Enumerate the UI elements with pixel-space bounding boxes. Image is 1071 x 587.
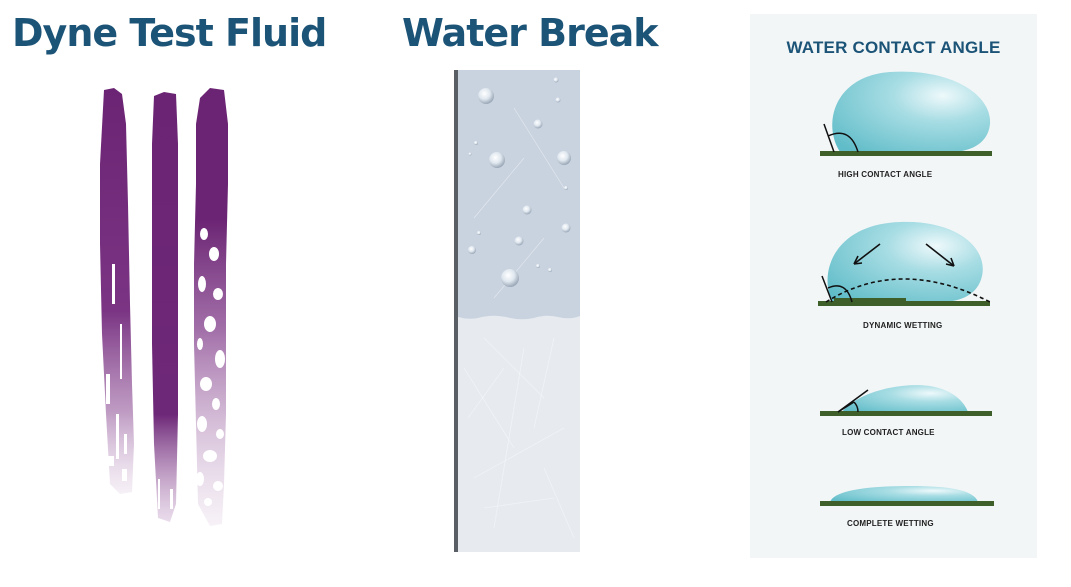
dynamic-wetting-label: DYNAMIC WETTING: [863, 321, 943, 330]
complete-wetting-diagram: [820, 486, 994, 506]
complete-wetting-label: COMPLETE WETTING: [847, 519, 934, 528]
dyne-ink-strokes: [100, 88, 228, 526]
tangent-line: [823, 123, 835, 153]
high-contact-angle-diagram: [820, 71, 992, 156]
plate-edge: [454, 70, 460, 552]
high-contact-angle-label: HIGH CONTACT ANGLE: [838, 170, 933, 179]
substrate-line: [820, 151, 992, 156]
plate-beaded-area: [458, 70, 580, 320]
water-contact-angle-panel: WATER CONTACT ANGLE: [750, 14, 1037, 558]
substrate-line: [820, 501, 994, 506]
spread-outline: [825, 278, 991, 303]
water-break-title: Water Break: [402, 11, 659, 55]
ink-stroke-right: [194, 88, 228, 526]
angle-arc: [827, 132, 859, 153]
contact-angle-diagrams: [818, 71, 994, 506]
ink-stroke-middle: [152, 92, 178, 522]
dyne-test-fluid-title: Dyne Test Fluid: [12, 11, 327, 55]
water-droplets: [468, 77, 571, 287]
arrow-right: [925, 243, 955, 267]
low-contact-angle-diagram: [820, 385, 992, 416]
angle-arc: [827, 285, 853, 303]
substrate-line: [820, 411, 992, 416]
ink-stroke-left: [100, 88, 134, 494]
arrow-left: [853, 243, 881, 265]
angle-arc: [853, 401, 859, 413]
water-break-plate: [454, 70, 580, 552]
low-contact-angle-label: LOW CONTACT ANGLE: [842, 428, 935, 437]
substrate-line: [818, 301, 990, 306]
water-contact-angle-title: WATER CONTACT ANGLE: [786, 38, 1001, 57]
tangent-line: [821, 275, 833, 303]
dynamic-wetting-diagram: [818, 221, 991, 306]
